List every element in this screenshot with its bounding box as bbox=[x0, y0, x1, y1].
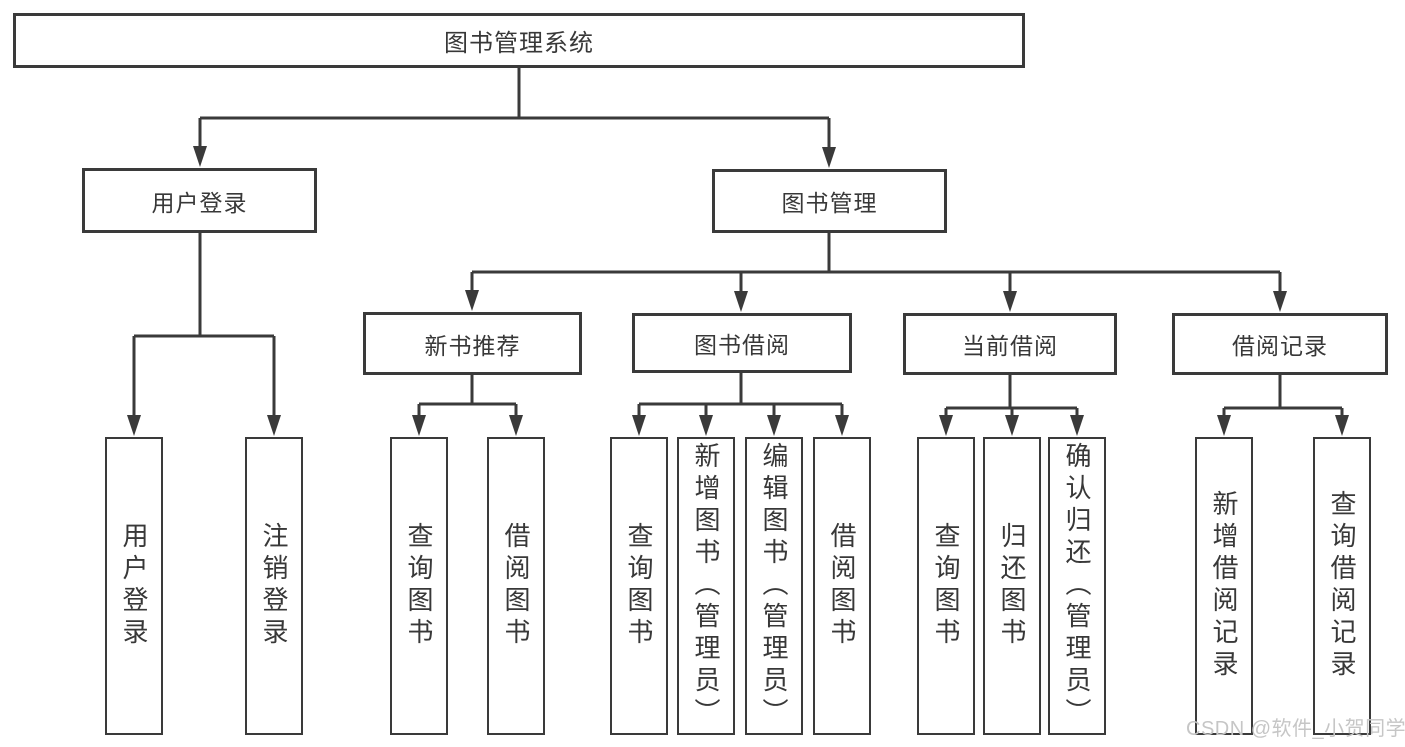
leaf-borrow-books-borrowing: 借阅图书 bbox=[813, 437, 871, 735]
node-book-borrowing: 图书借阅 bbox=[632, 313, 852, 373]
node-new-book-recommendation: 新书推荐 bbox=[363, 312, 582, 375]
node-label: 借阅记录 bbox=[1232, 333, 1328, 359]
leaf-borrow-books-recommend: 借阅图书 bbox=[487, 437, 545, 735]
leaf-return-books: 归还图书 bbox=[983, 437, 1041, 735]
leaf-label: 查询图书 bbox=[404, 522, 434, 650]
node-book-management: 图书管理 bbox=[712, 169, 947, 233]
node-current-borrowing: 当前借阅 bbox=[903, 313, 1117, 375]
leaf-label: 查询图书 bbox=[624, 522, 654, 650]
leaf-label: 新增借阅记录 bbox=[1209, 490, 1239, 682]
node-label: 用户登录 bbox=[151, 189, 248, 216]
leaf-search-books-recommend: 查询图书 bbox=[390, 437, 448, 735]
leaf-search-books-borrowing: 查询图书 bbox=[610, 437, 668, 735]
leaf-confirm-return-admin: 确认归还（管理员） bbox=[1048, 437, 1106, 735]
node-borrowing-records: 借阅记录 bbox=[1172, 313, 1388, 375]
leaf-label: 借阅图书 bbox=[827, 522, 857, 650]
leaf-label: 查询借阅记录 bbox=[1327, 490, 1357, 682]
leaf-add-borrow-record: 新增借阅记录 bbox=[1195, 437, 1253, 735]
node-user-login: 用户登录 bbox=[82, 168, 317, 233]
leaf-label: 注销登录 bbox=[259, 522, 289, 650]
node-label: 图书管理系统 bbox=[444, 30, 594, 57]
node-label: 图书借阅 bbox=[694, 332, 790, 358]
node-label: 图书管理 bbox=[781, 190, 878, 216]
leaf-label: 确认归还（管理员） bbox=[1062, 442, 1092, 730]
leaf-label: 归还图书 bbox=[997, 522, 1027, 650]
leaf-label: 查询图书 bbox=[931, 522, 961, 650]
watermark: CSDN @软件_小贺同学 bbox=[1186, 718, 1405, 740]
leaf-edit-book-admin: 编辑图书（管理员） bbox=[745, 437, 803, 735]
node-label: 当前借阅 bbox=[962, 333, 1058, 359]
node-label: 新书推荐 bbox=[424, 332, 521, 359]
node-library-management-system: 图书管理系统 bbox=[13, 13, 1025, 68]
leaf-label: 借阅图书 bbox=[501, 522, 531, 650]
leaf-search-books-current: 查询图书 bbox=[917, 437, 975, 735]
leaf-search-borrow-record: 查询借阅记录 bbox=[1313, 437, 1371, 735]
leaf-label: 用户登录 bbox=[119, 522, 149, 650]
leaf-add-book-admin: 新增图书（管理员） bbox=[677, 437, 735, 735]
leaf-label: 新增图书（管理员） bbox=[691, 442, 721, 730]
leaf-logout: 注销登录 bbox=[245, 437, 303, 735]
leaf-user-login: 用户登录 bbox=[105, 437, 163, 735]
leaf-label: 编辑图书（管理员） bbox=[759, 442, 789, 730]
